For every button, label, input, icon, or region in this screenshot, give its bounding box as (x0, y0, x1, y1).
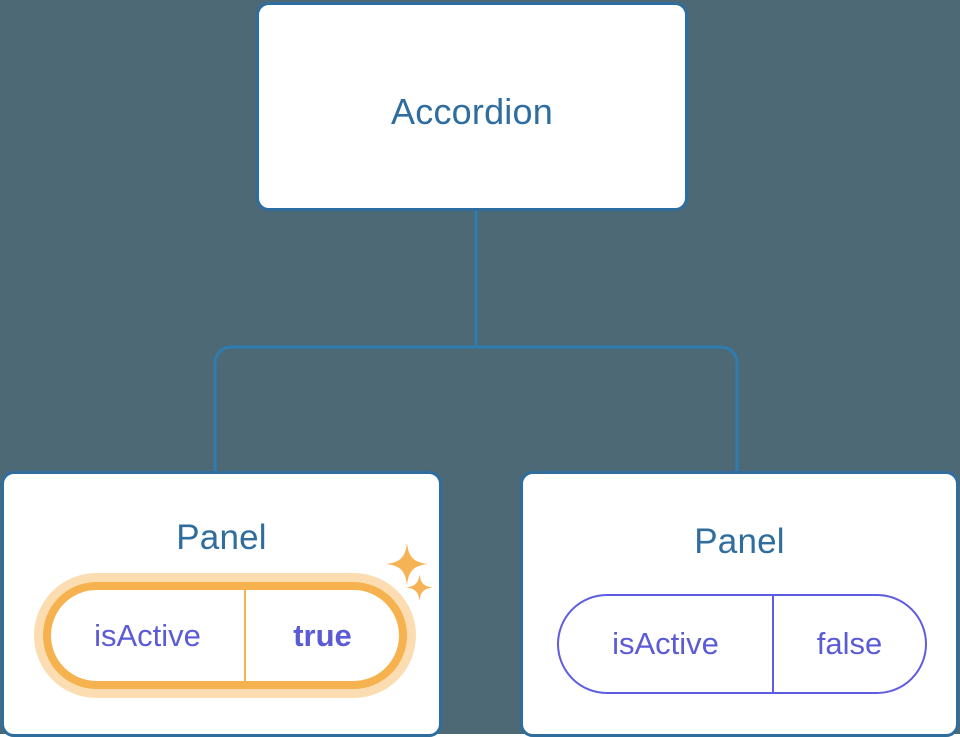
sparkle-icon (406, 574, 433, 601)
node-panel-inactive[interactable]: Panel isActive false (520, 471, 959, 737)
node-panel-active-title: Panel (176, 518, 267, 557)
edge-to-panel-left (213, 345, 478, 474)
node-accordion[interactable]: Accordion (256, 2, 688, 211)
prop-key-label: isActive (51, 590, 246, 681)
node-panel-inactive-title: Panel (694, 522, 785, 561)
node-panel-active[interactable]: Panel isActive true (1, 471, 442, 737)
edge-to-panel-right (474, 345, 739, 474)
prop-value-label: false (816, 626, 883, 661)
prop-key-label: isActive (559, 596, 774, 692)
prop-pill-active-wrapper: isActive true (34, 573, 416, 698)
node-accordion-title: Accordion (391, 91, 553, 132)
sparkle-icon (386, 543, 428, 585)
prop-value-label: true (293, 617, 352, 653)
prop-pill-inactive[interactable]: isActive false (557, 594, 927, 694)
prop-pill-active[interactable]: isActive true (43, 582, 407, 689)
